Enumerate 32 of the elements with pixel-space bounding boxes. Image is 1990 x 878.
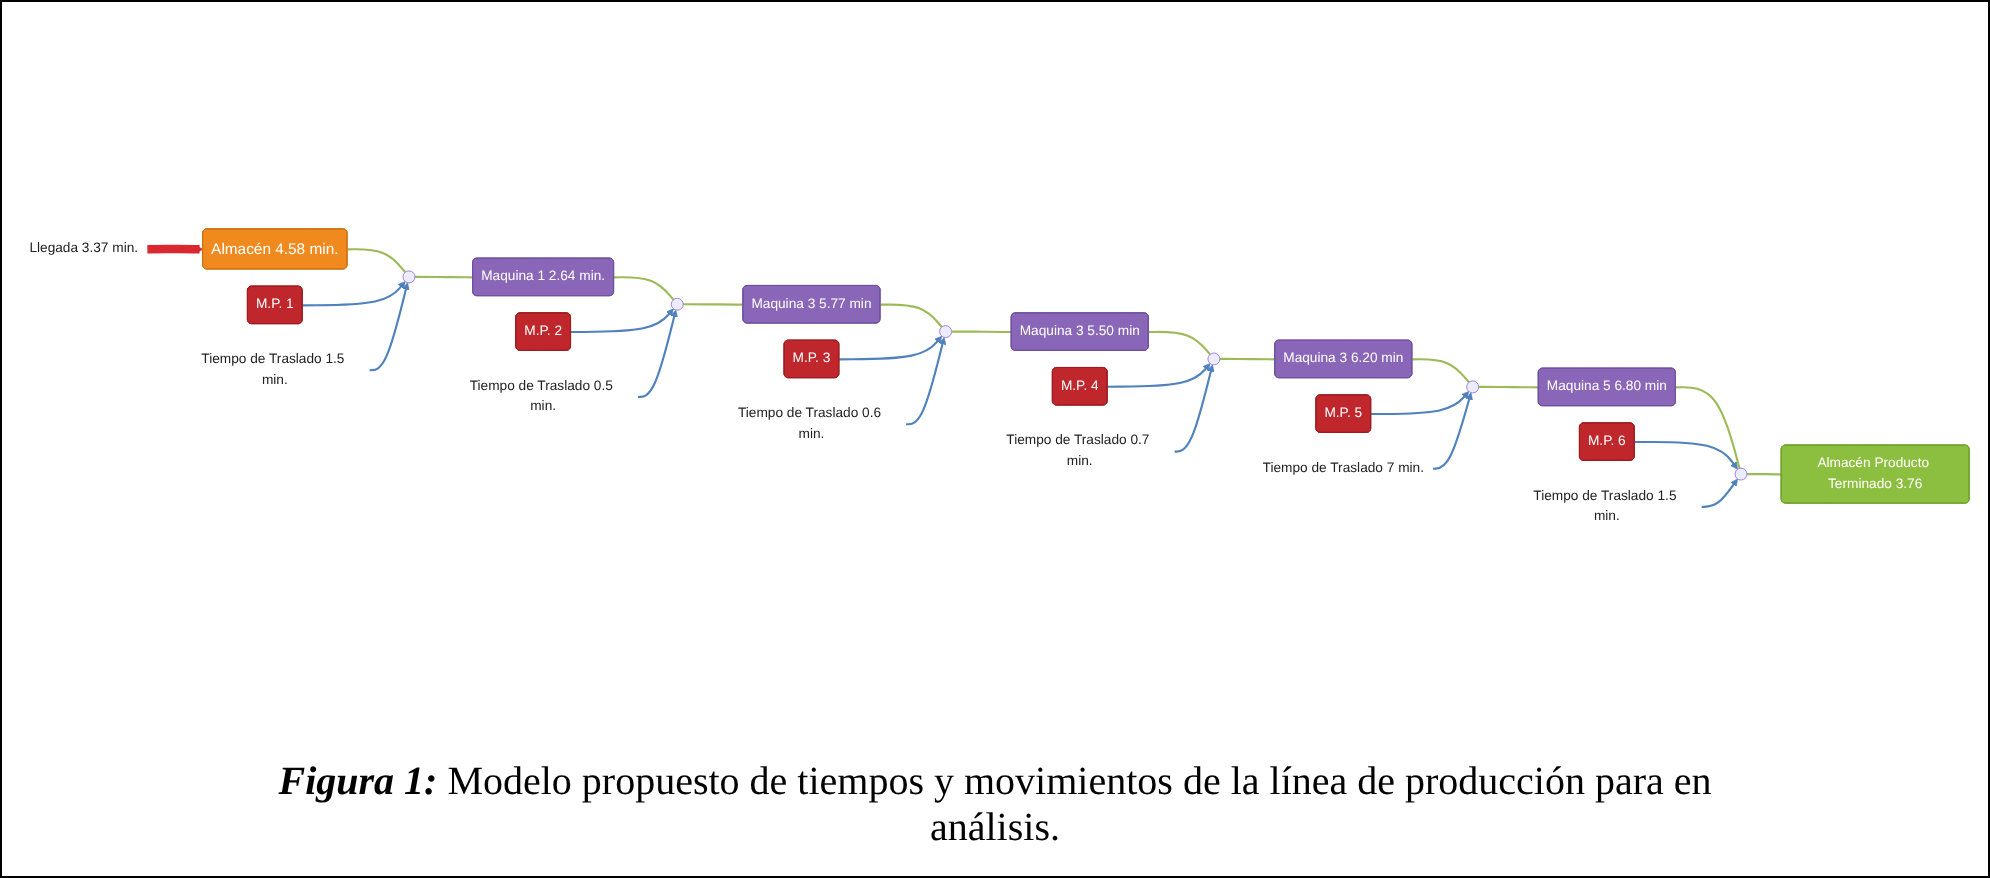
connector-line <box>1478 386 1539 390</box>
junction-dot <box>1466 381 1480 395</box>
connector-line <box>1412 359 1470 384</box>
connector-line <box>614 276 675 302</box>
connector-line <box>1746 473 1782 477</box>
connector-line <box>1148 331 1211 356</box>
connector-line <box>1675 386 1741 470</box>
arrow <box>637 310 678 399</box>
arrow <box>145 245 204 255</box>
arrow <box>1701 479 1738 509</box>
connector-line <box>1219 358 1276 362</box>
arrow <box>1107 363 1211 389</box>
arrow <box>905 337 947 427</box>
junction-dot <box>402 271 416 285</box>
connector-line <box>683 303 744 307</box>
connector-line <box>880 304 943 329</box>
arrow <box>570 309 674 334</box>
arrow <box>369 283 410 373</box>
connector-line <box>951 331 1012 334</box>
arrow <box>1432 393 1473 471</box>
arrow <box>1634 441 1738 471</box>
arrow <box>302 281 406 308</box>
junction-dot <box>1207 353 1221 367</box>
junction-dot <box>1734 468 1748 482</box>
junction-dot <box>939 325 952 339</box>
figure-caption: Figura 1: Modelo propuesto de tiempos y movimientos de la línea de producción para en análisis. <box>276 760 1714 852</box>
connector-line <box>347 248 406 274</box>
junction-dot <box>670 298 684 312</box>
arrow <box>1174 365 1215 454</box>
arrow <box>839 336 943 362</box>
connector-line <box>414 276 474 280</box>
arrow <box>1371 391 1470 416</box>
